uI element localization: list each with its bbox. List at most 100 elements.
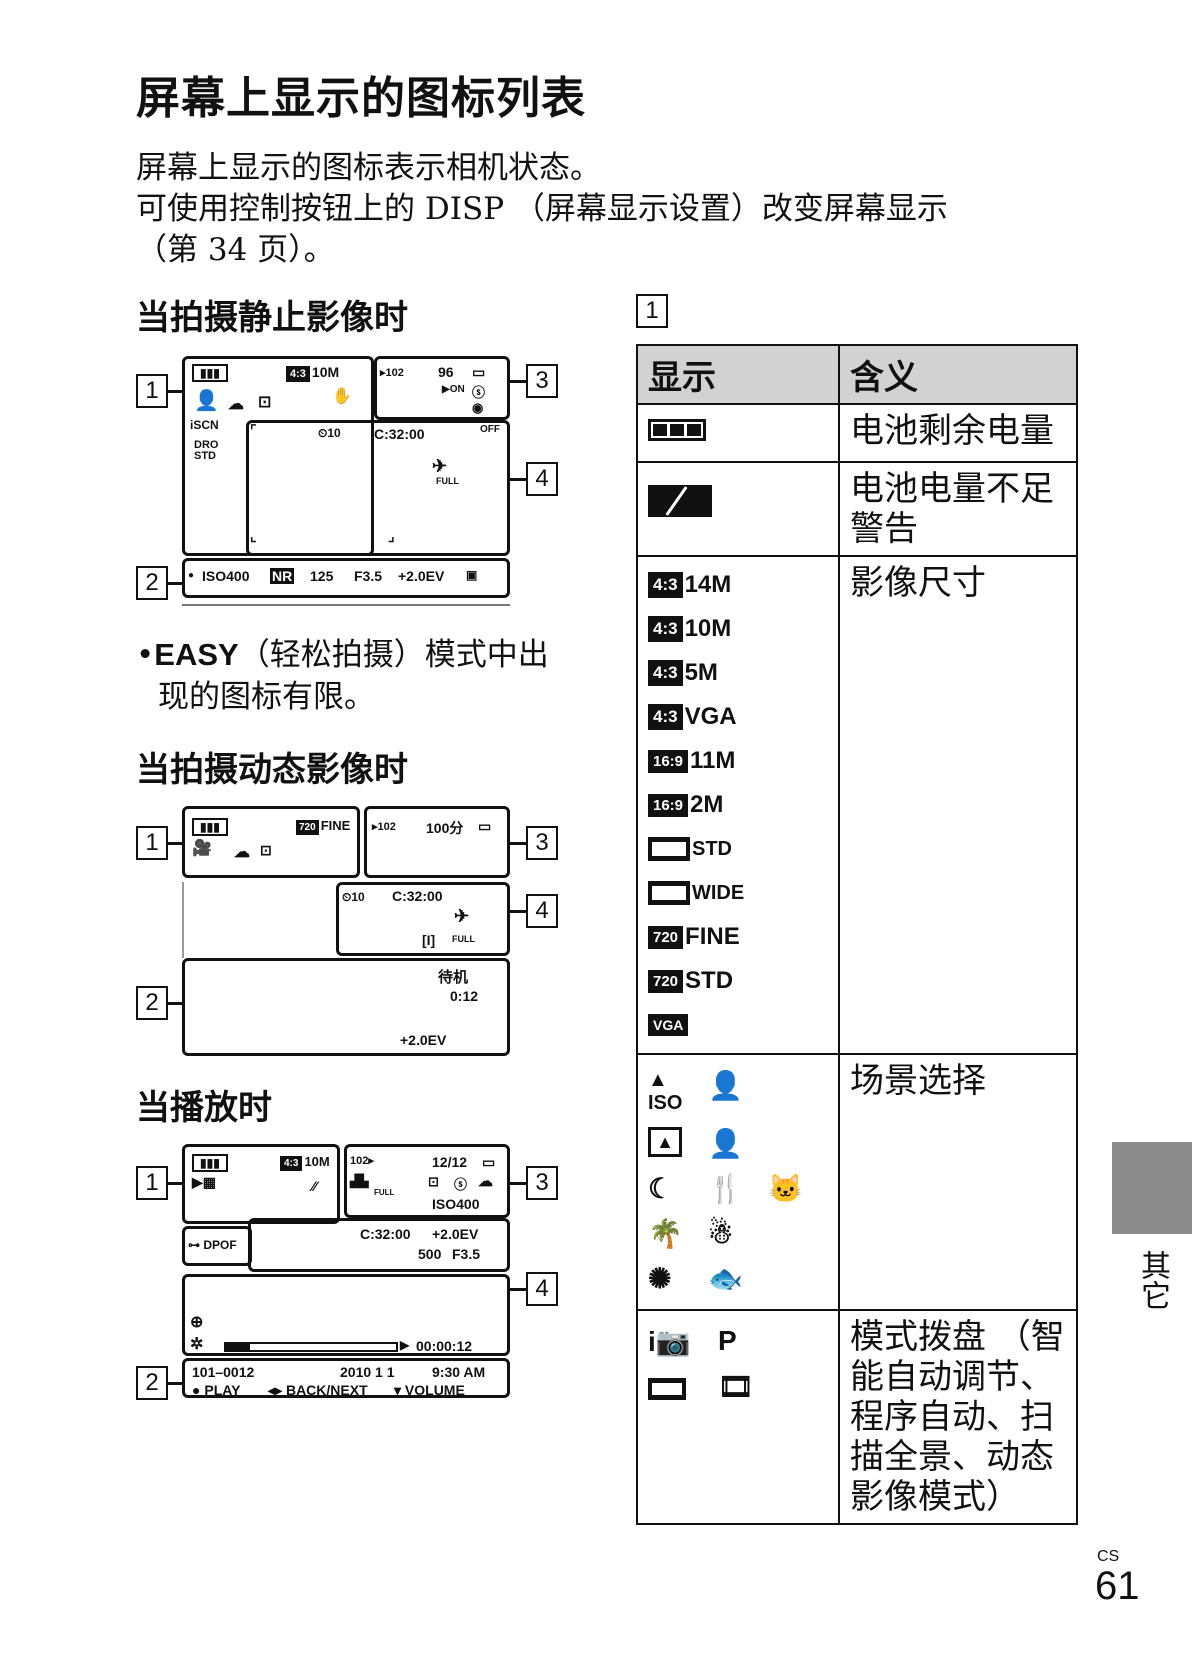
marker-2: 2	[136, 1366, 168, 1400]
exposure-value: +2.0EV	[398, 568, 445, 584]
playback-progress-bar[interactable]	[224, 1342, 398, 1352]
table-row: 电池剩余电量	[636, 403, 1078, 463]
battery-cell	[636, 403, 840, 463]
intro-line-2: 可使用控制按钮上的 DISP （屏幕显示设置）改变屏幕显示	[136, 191, 948, 227]
burst-full-label: FULL	[374, 1188, 395, 1197]
zone-4a-box	[248, 1218, 510, 1272]
language-code: CS	[1097, 1548, 1120, 1565]
marker-1: 1	[136, 1166, 168, 1200]
size-item: VGA	[648, 1003, 828, 1047]
standby-label: 待机	[438, 968, 469, 986]
aperture-value: F3.5	[354, 568, 383, 584]
marker-3: 3	[526, 364, 558, 398]
marker-1: 1	[136, 374, 168, 408]
page-title: 屏幕上显示的图标列表	[136, 73, 586, 124]
intro-line-3: （第 34 页）。	[136, 232, 335, 268]
leader-line	[510, 842, 526, 845]
landscape-icon: ▲	[648, 1127, 682, 1157]
flash-icon: ⓢ	[472, 385, 486, 400]
recording-time: C:32:00	[360, 1226, 411, 1242]
scene-icon-grid: ▲ISO 👤 ▲ 👤 ☾ 🍴 🐱 🌴 ☃ ✺ 🐟	[648, 1069, 828, 1295]
memory-card-icon: ▭	[478, 818, 492, 834]
low-battery-meaning: 电池电量不足警告	[838, 461, 1078, 557]
movie-mode-icon: 🎞	[718, 1371, 754, 1402]
battery-full-icon	[648, 419, 706, 441]
metering-icon: ⊡	[258, 394, 272, 411]
leader-line	[510, 478, 526, 481]
metering-icon: ⊡	[260, 842, 272, 858]
note-line-2: 现的图标有限。	[158, 679, 375, 715]
image-size-meaning: 影像尺寸	[838, 555, 1078, 1055]
leader-line	[510, 1182, 526, 1185]
twilight-portrait-icon: 👤	[708, 1128, 743, 1159]
gourmet-icon: 🍴	[708, 1173, 743, 1204]
soft-snap-icon: 👤	[708, 1070, 743, 1101]
folder-icon: ▸102	[380, 367, 404, 379]
self-timer-icon: ⏲10	[342, 890, 365, 904]
flash-icon: ⓢ	[454, 1177, 468, 1192]
zone-2-box	[182, 958, 510, 1056]
underline	[182, 604, 510, 606]
battery-meaning: 电池剩余电量	[838, 403, 1078, 463]
playback-icon: ▶▦	[192, 1174, 216, 1190]
af-illuminator-icon: ▶ON	[442, 384, 465, 395]
exposure-value: +2.0EV	[400, 1032, 447, 1048]
page-number: 61	[1095, 1564, 1140, 1608]
battery-icon: ▮▮▮	[192, 1154, 228, 1172]
folder-icon: 102▸	[350, 1155, 374, 1167]
leader-line	[168, 1382, 182, 1385]
shutter-speed: 125	[310, 568, 334, 584]
smile-shutter-icon: OFF	[480, 424, 500, 435]
movie-mode-icon: 🎥	[192, 840, 212, 857]
leader-line	[510, 380, 526, 383]
mode-meaning: 模式拨盘 （智能自动调节、程序自动、扫描全景、动态影像模式）	[838, 1309, 1078, 1525]
leader-line	[168, 1182, 182, 1185]
section-still-heading: 当拍摄静止影像时	[136, 298, 408, 338]
dpof-indicator: ⊶ DPOF	[188, 1238, 237, 1252]
memory-card-icon: ▭	[482, 1154, 496, 1170]
zone-3-box	[364, 806, 510, 878]
remaining-time: 100分	[426, 820, 464, 836]
play-arrow-icon: ▶	[400, 1338, 410, 1352]
leader-line	[510, 910, 526, 913]
side-tab	[1112, 1142, 1192, 1234]
zone-4-box	[336, 882, 510, 956]
std-label: STD	[194, 450, 216, 462]
twilight-icon: ☾	[648, 1173, 674, 1204]
scene-meaning: 场景选择	[838, 1053, 1078, 1311]
record-dot-icon: ●	[188, 570, 195, 581]
af-frame-corner: ⌜	[250, 422, 257, 438]
af-frame-corner: ⌞	[250, 528, 257, 544]
protect-icon: ⁄⁄	[312, 1178, 317, 1194]
recording-clock: 9:30 AM	[432, 1364, 486, 1380]
easy-label: EASY	[154, 637, 239, 672]
brightness-icon: ✲	[190, 1336, 204, 1353]
portrait-icon: 👤	[194, 390, 219, 412]
memory-card-icon: ▭	[472, 364, 486, 380]
leader-line	[168, 1002, 182, 1005]
file-number: 101–0012	[192, 1364, 255, 1380]
divider	[182, 882, 186, 958]
size-item: WIDE	[648, 871, 828, 915]
metering-mode-icon: ▣	[466, 568, 478, 582]
table-row: ▲ISO 👤 ▲ 👤 ☾ 🍴 🐱 🌴 ☃ ✺ 🐟 场景选择	[636, 1053, 1078, 1311]
zone-4-box	[182, 1274, 510, 1356]
folder-icon: ▸102	[372, 821, 396, 833]
note-line-1: •EASY（轻松拍摄）模式中出	[136, 637, 549, 673]
af-frame-corner: ⌟	[388, 528, 395, 544]
volume-guide: ▾ VOLUME	[394, 1382, 465, 1398]
underwater-icon: 🐟	[708, 1263, 743, 1294]
af-frame-icon: [I]	[422, 932, 436, 948]
page-number-block: CS 61	[1095, 1548, 1140, 1606]
snow-icon: ☃	[708, 1218, 734, 1249]
